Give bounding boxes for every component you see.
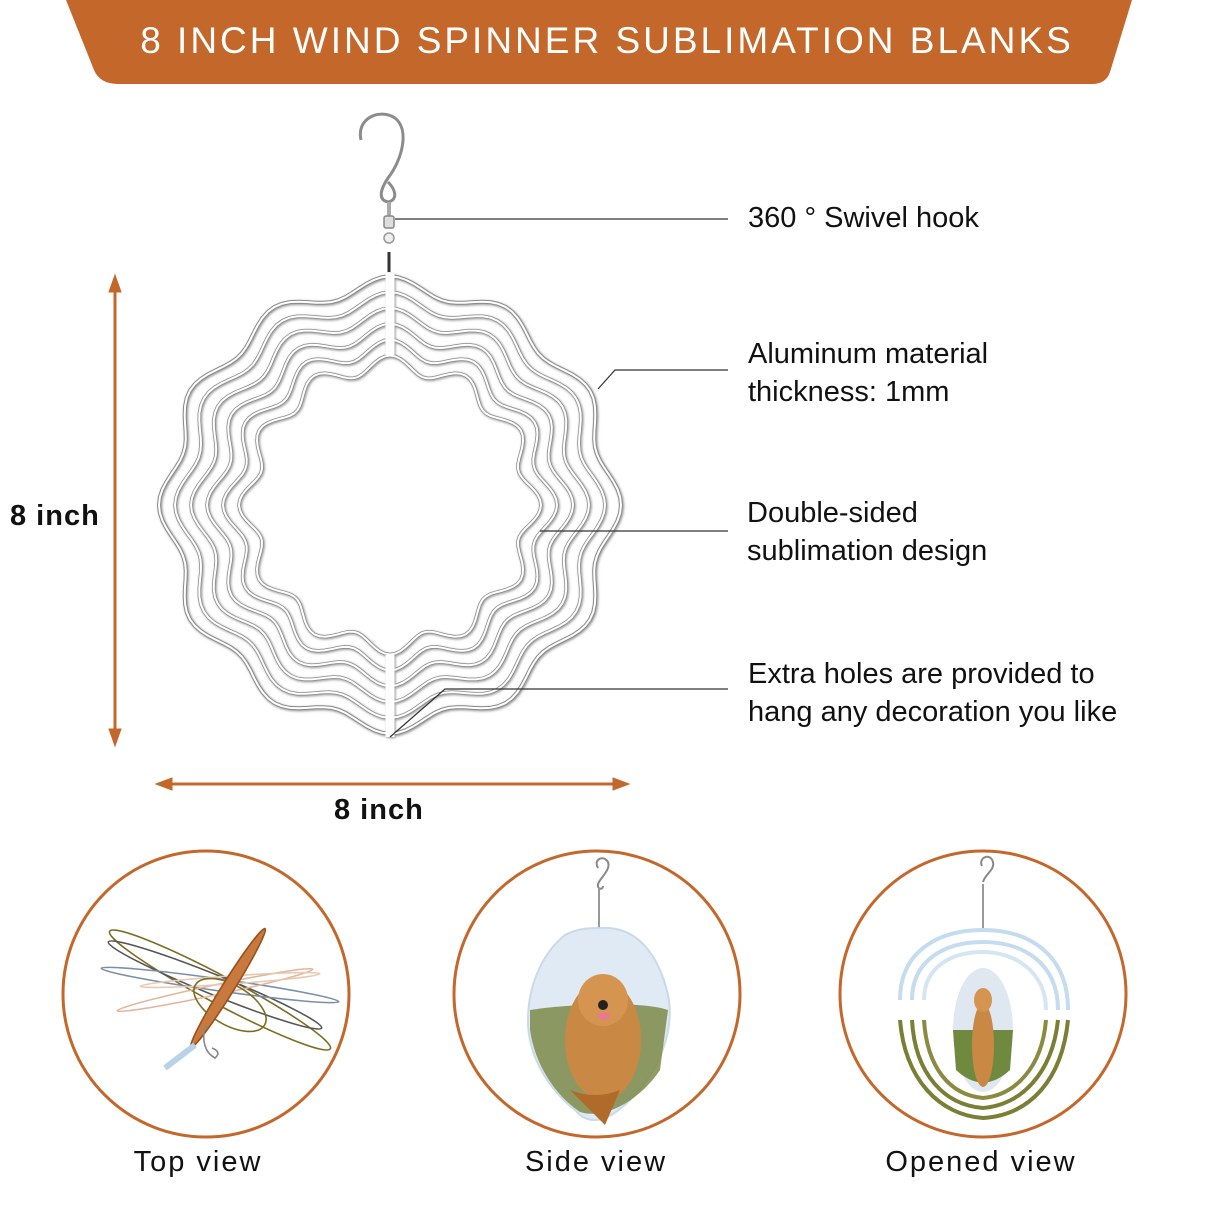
callout-line: sublimation design	[747, 535, 988, 567]
view-circles	[61, 849, 1128, 1139]
opened-view-illustration	[898, 855, 1070, 1121]
callout-line: thickness: 1mm	[748, 376, 950, 408]
height-label: 8 inch	[10, 500, 100, 532]
top-view-illustration	[100, 927, 340, 1071]
width-label: 8 inch	[334, 794, 424, 826]
opened-view-label: Opened view	[885, 1146, 1077, 1178]
callout-line: 360 ° Swivel hook	[748, 202, 979, 234]
swivel-hook-icon	[358, 112, 405, 272]
width-dimension-arrow	[154, 777, 631, 791]
height-dimension-arrow	[108, 273, 122, 748]
callout-double-sided: Double-sided sublimation design	[747, 494, 987, 570]
top-view-label: Top view	[133, 1146, 263, 1178]
callout-lines	[389, 218, 728, 738]
callout-line: Aluminum material	[748, 338, 989, 370]
callout-line: Extra holes are provided to	[748, 658, 1095, 690]
title-banner	[66, 0, 1132, 84]
side-view-label: Side view	[524, 1146, 668, 1178]
callout-swivel-hook: 360 ° Swivel hook	[748, 199, 979, 237]
callout-aluminum-material: Aluminum material thickness: 1mm	[748, 335, 988, 411]
spinner-rings	[156, 273, 624, 737]
callout-line: hang any decoration you like	[748, 696, 1118, 728]
callout-line: Double-sided	[747, 497, 918, 529]
page-title: 8 INCH WIND SPINNER SUBLIMATION BLANKS	[140, 20, 1074, 61]
side-view-illustration	[526, 857, 671, 1125]
callout-extra-holes: Extra holes are provided to hang any dec…	[748, 655, 1117, 731]
